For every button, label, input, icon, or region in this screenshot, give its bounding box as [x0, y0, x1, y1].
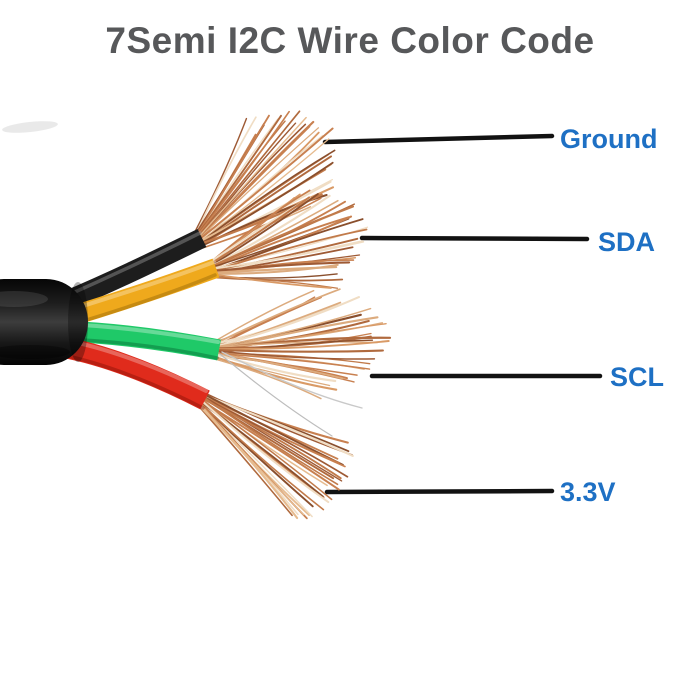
copper-strand — [203, 394, 354, 457]
copper-strand — [213, 263, 339, 275]
copper-strand — [191, 117, 248, 238]
label-sda: SDA — [598, 227, 656, 257]
label-ground: Ground — [560, 124, 658, 154]
copper-strand — [216, 352, 371, 365]
stray-strands — [219, 351, 363, 437]
copper-strand — [216, 340, 390, 351]
copper-strand — [201, 161, 334, 244]
copper-strand — [212, 273, 332, 289]
callout-line-sda — [359, 235, 590, 242]
wire-red-shadow — [61, 353, 205, 410]
copper-strand — [215, 352, 371, 370]
copper-strand — [196, 403, 293, 517]
insulated-wires — [59, 229, 221, 410]
wire-yellow-highlight — [65, 260, 216, 313]
copper-strand — [202, 399, 333, 501]
wire-black-highlight — [64, 231, 202, 298]
copper-strand — [194, 114, 270, 239]
copper-strand — [197, 403, 299, 520]
label-scl: SCL — [610, 362, 664, 392]
callout-lines — [322, 133, 603, 495]
copper-strands-scl — [212, 288, 392, 400]
copper-strand — [198, 402, 314, 508]
copper-strand — [198, 127, 320, 240]
copper-strand — [214, 353, 337, 383]
copper-strand — [216, 350, 376, 360]
copper-strand — [204, 396, 343, 482]
copper-strand — [215, 307, 372, 348]
copper-strand — [212, 276, 339, 289]
copper-strand — [211, 194, 331, 268]
copper-strand — [201, 400, 330, 504]
callout-line-33v — [324, 488, 555, 495]
copper-strand — [214, 296, 360, 348]
label-33v: 3.3V — [560, 477, 616, 507]
wire-black-insulation — [60, 229, 207, 312]
copper-strand — [213, 261, 351, 273]
copper-strand — [196, 110, 301, 239]
copper-strands-ground — [191, 110, 336, 249]
copper-strands-33v — [196, 392, 354, 520]
copper-strand — [200, 149, 336, 243]
copper-strand — [213, 288, 341, 345]
background-smudge — [2, 121, 58, 133]
copper-strand — [215, 349, 384, 353]
copper-strand — [193, 116, 257, 239]
wire-red-insulation — [60, 336, 210, 410]
callout-line-ground — [322, 133, 555, 145]
copper-strand — [213, 237, 359, 273]
copper-strand — [213, 357, 322, 400]
copper-strand — [195, 110, 290, 239]
copper-strand — [210, 193, 319, 267]
copper-strand — [202, 398, 342, 480]
copper-strand — [215, 335, 372, 350]
copper-strand — [203, 397, 339, 486]
copper-strand — [213, 228, 368, 272]
copper-strand — [197, 116, 307, 239]
copper-strands-sda — [208, 189, 369, 289]
copper-strand — [211, 205, 355, 267]
copper-strand — [216, 341, 378, 349]
copper-strand — [199, 402, 325, 511]
page-title: 7Semi I2C Wire Color Code — [105, 20, 595, 61]
copper-strand — [212, 289, 315, 344]
copper-strand — [194, 114, 282, 238]
copper-strand — [198, 127, 334, 241]
copper-strand — [209, 196, 311, 266]
cable-sheath — [0, 279, 88, 365]
copper-strand — [199, 138, 330, 242]
copper-strand — [198, 120, 315, 241]
